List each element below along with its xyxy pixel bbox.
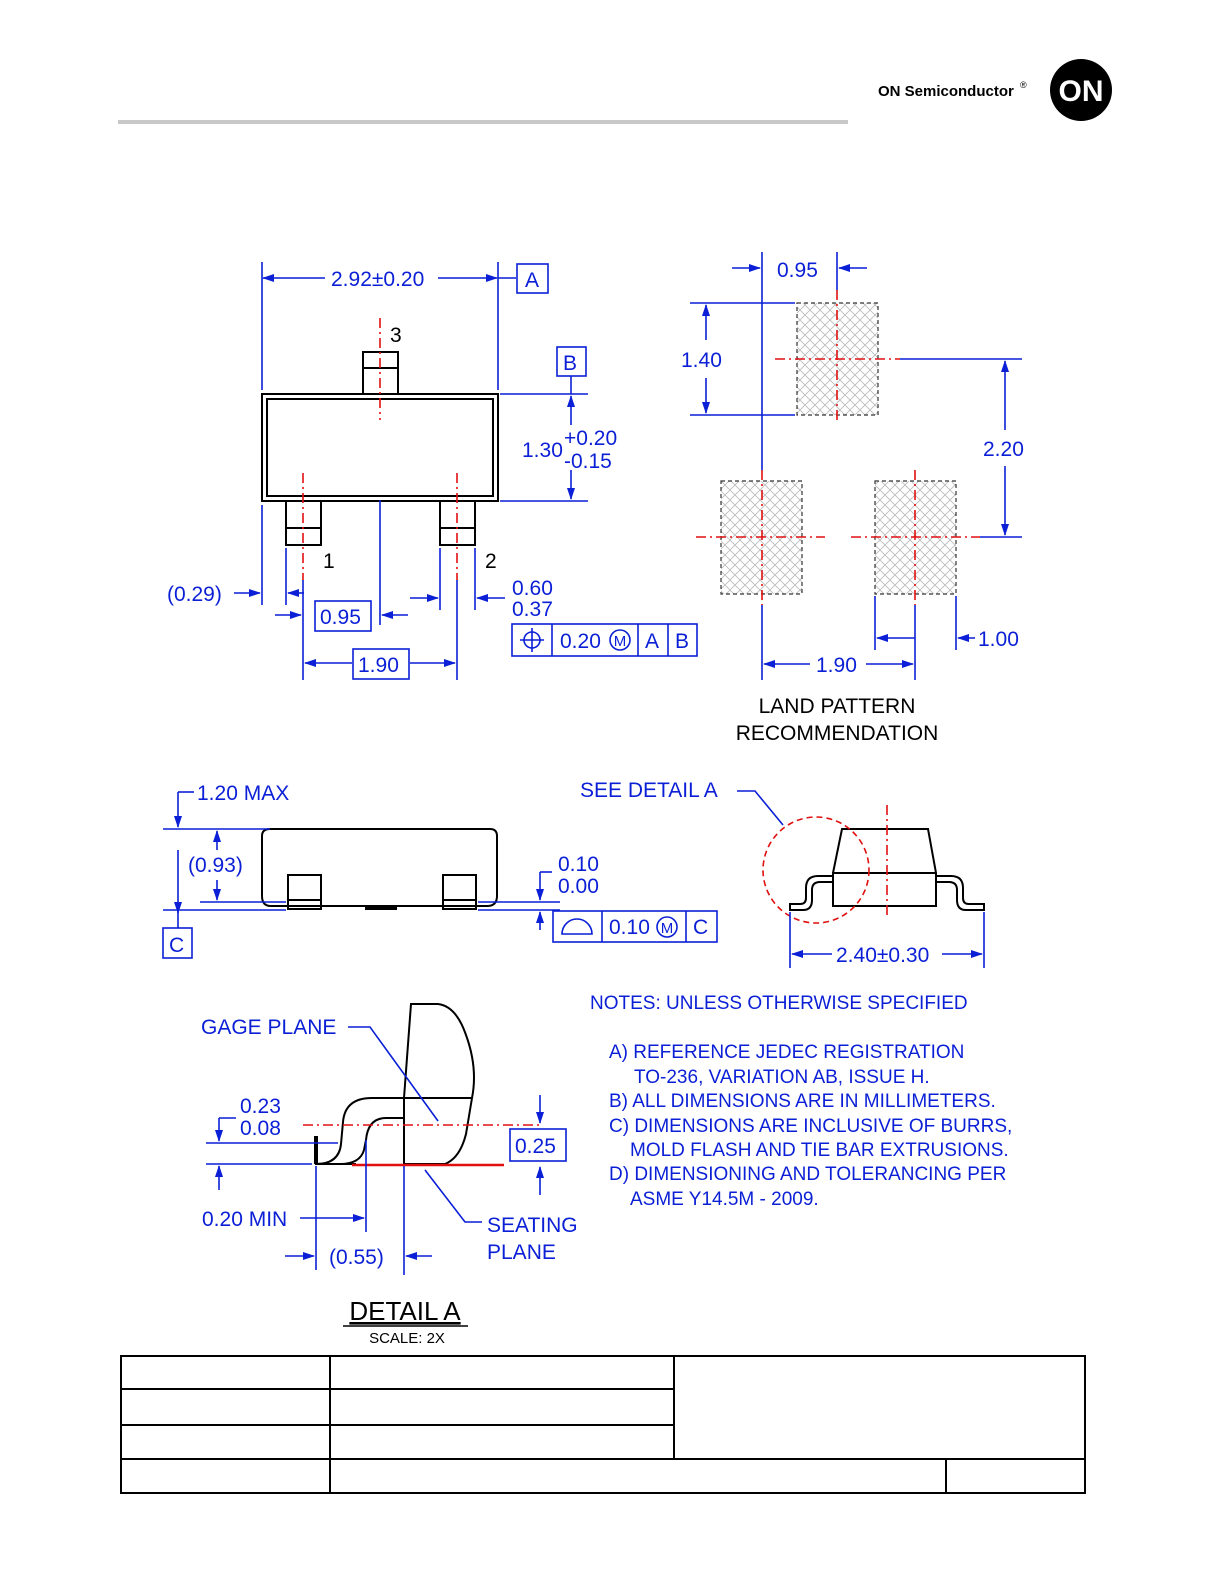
dim-lead-thickness-min: 0.08 <box>240 1117 281 1140</box>
lp-pitch: 0.95 <box>777 259 818 282</box>
title-block-cell <box>122 1390 331 1426</box>
note-line: A) REFERENCE JEDEC REGISTRATION <box>609 1042 964 1063</box>
see-detail-label: SEE DETAIL A <box>580 779 718 802</box>
notes-heading: NOTES: UNLESS OTHERWISE SPECIFIED <box>590 993 968 1014</box>
top-view: 3 1 2 2.92±0.20 A B 1.30 +0.20 -0.15 (0.… <box>167 262 698 680</box>
datum-c-box <box>162 927 193 959</box>
notes: NOTES: UNLESS OTHERWISE SPECIFIED A) REF… <box>590 993 1012 1210</box>
title-block-cell <box>331 1390 675 1426</box>
side-lead <box>442 874 477 910</box>
top-view-body <box>261 393 499 502</box>
seating-plane-label-1: SEATING <box>487 1214 578 1237</box>
registered-mark: ® <box>1020 80 1027 90</box>
lp-pad-length: 1.40 <box>681 349 722 372</box>
position-tolerance-frame: 0.20 M A B <box>511 623 698 657</box>
side-view-body <box>261 828 498 907</box>
datum-c: C <box>169 934 184 957</box>
on-logo: ON <box>1050 59 1112 121</box>
dim-lead-width-max: 0.60 <box>512 577 553 600</box>
title-block-cell <box>122 1460 331 1492</box>
title-block-cell <box>947 1460 1084 1492</box>
side-lead-center <box>365 906 397 910</box>
side-lead <box>287 874 322 910</box>
dim-pitch-basic-box <box>314 600 372 632</box>
detail-title: DETAIL A <box>349 1296 461 1326</box>
dim-foot-ref: (0.55) <box>329 1246 384 1269</box>
title-block-cell <box>331 1460 947 1492</box>
pin-number: 1 <box>323 550 335 573</box>
end-view-body <box>832 828 937 907</box>
side-view: 1.20 MAX (0.93) C 0.10 0.00 0.10 M C <box>162 782 718 959</box>
note-line: C) DIMENSIONS ARE INCLUSIVE OF BURRS, <box>609 1116 1012 1137</box>
dim-body-height: 1.30 <box>522 439 563 462</box>
gage-plane-label: GAGE PLANE <box>201 1016 336 1039</box>
fcf-modifier: M <box>614 633 627 650</box>
fcf-tolerance: 0.10 <box>609 916 650 939</box>
profile-tolerance-frame: 0.10 M C <box>552 910 718 943</box>
title-block-cell <box>331 1357 675 1390</box>
mmc-icon <box>656 916 678 938</box>
title-block-cell <box>122 1426 331 1460</box>
fcf-tolerance: 0.20 <box>560 630 601 653</box>
title-block-cell <box>331 1426 675 1460</box>
detail-lead <box>315 1097 404 1166</box>
note-line: ASME Y14.5M - 2009. <box>630 1189 819 1210</box>
detail-callout-circle <box>762 816 870 924</box>
note-line: B) ALL DIMENSIONS ARE IN MILLIMETERS. <box>609 1091 996 1112</box>
end-lead-right <box>936 875 985 911</box>
dim-span-basic-box <box>352 648 410 680</box>
dim-lead-thickness-max: 0.23 <box>240 1095 281 1118</box>
fcf-ref-c: C <box>693 916 708 939</box>
dim-body-thickness: (0.93) <box>188 854 243 877</box>
datum-a-box <box>516 263 549 294</box>
note-line: D) DIMENSIONING AND TOLERANCING PER <box>609 1164 1006 1185</box>
lp-row-spacing: 2.20 <box>983 438 1024 461</box>
on-logo-text: ON <box>1059 75 1104 108</box>
dim-overall-width: 2.40±0.30 <box>836 944 929 967</box>
title-block-cell <box>122 1357 331 1390</box>
end-view: SEE DETAIL A 2.40±0.30 <box>580 779 985 968</box>
pin-number: 2 <box>485 550 497 573</box>
end-lead-left <box>789 875 833 911</box>
pin-number: 3 <box>390 324 402 347</box>
dim-standoff-min: 0.00 <box>558 875 599 898</box>
lp-span: 1.90 <box>816 654 857 677</box>
fcf-ref-a: A <box>645 630 659 653</box>
dim-standoff-max: 0.10 <box>558 853 599 876</box>
datum-a: A <box>525 269 539 292</box>
note-line: TO-236, VARIATION AB, ISSUE H. <box>634 1067 930 1088</box>
dim-gage-height-box <box>509 1128 567 1162</box>
dim-lead-offset: (0.29) <box>167 583 222 606</box>
land-pattern: 0.95 1.40 2.20 1.00 1.90 LAND PATTERN RE… <box>681 252 1024 745</box>
dim-pitch-basic: 0.95 <box>320 606 361 629</box>
dim-foot-min: 0.20 MIN <box>202 1208 287 1231</box>
dim-lead-width-min: 0.37 <box>512 598 553 621</box>
dim-gage-height: 0.25 <box>515 1135 556 1158</box>
detail-a: GAGE PLANE 0.23 0.08 0.25 0.20 MIN (0.55… <box>201 1003 578 1347</box>
lp-title-line2: RECOMMENDATION <box>736 722 939 745</box>
fcf-ref-b: B <box>675 630 689 653</box>
mmc-icon <box>609 629 631 651</box>
surface-profile-icon <box>561 918 593 935</box>
fcf-modifier: M <box>661 920 674 937</box>
dim-body-height-tol-plus: +0.20 <box>564 427 617 450</box>
dim-body-width: 2.92±0.20 <box>331 268 424 291</box>
dim-max-height: 1.20 MAX <box>197 782 289 805</box>
dim-body-height-tol-minus: -0.15 <box>564 450 612 473</box>
position-icon <box>520 628 544 652</box>
dim-span-basic: 1.90 <box>358 654 399 677</box>
title-block-cell <box>675 1357 1084 1460</box>
detail-scale: SCALE: 2X <box>369 1330 445 1347</box>
seating-plane-label-2: PLANE <box>487 1241 556 1264</box>
note-line: MOLD FLASH AND TIE BAR EXTRUSIONS. <box>630 1140 1009 1161</box>
lp-title-line1: LAND PATTERN <box>759 695 916 718</box>
brand-name: ON Semiconductor <box>878 83 1014 100</box>
header: ON Semiconductor ® ON <box>118 59 1112 124</box>
detail-body <box>403 1003 475 1165</box>
datum-b: B <box>563 352 577 375</box>
title-block <box>120 1355 1086 1494</box>
lp-pad-width: 1.00 <box>978 628 1019 651</box>
